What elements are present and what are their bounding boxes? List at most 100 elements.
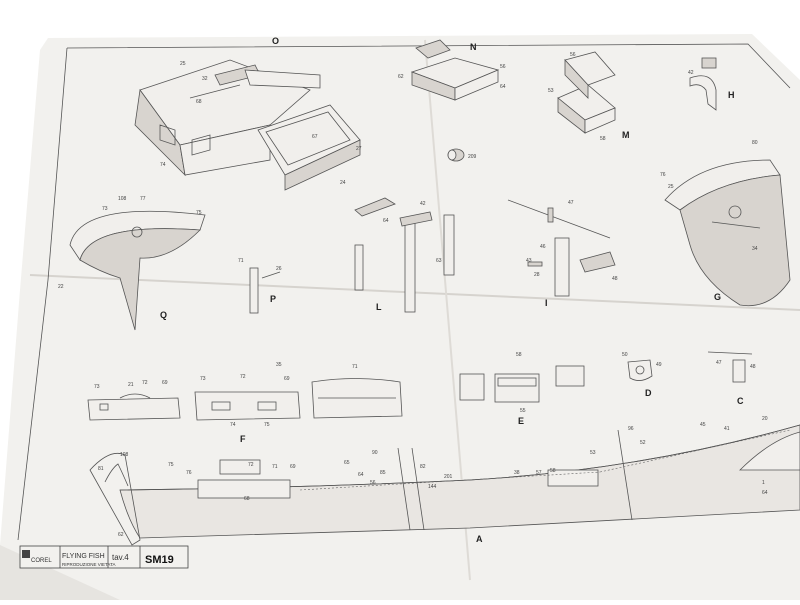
copyright-notice: RIPRODUZIONE VIETATA	[62, 562, 116, 567]
view-label-d: D	[645, 388, 652, 398]
part-number: 41	[724, 426, 730, 432]
view-a-hull-profile	[89, 424, 800, 546]
view-i-winch	[507, 199, 616, 297]
sheet-code: SM19	[145, 554, 174, 566]
part-number: 67	[312, 134, 318, 140]
part-number: 58	[516, 352, 522, 358]
part-number: 56	[500, 64, 506, 70]
brand-name: COREL	[31, 558, 52, 564]
view-p-post	[249, 267, 281, 314]
view-l-gallows	[354, 197, 455, 313]
view-label-l: L	[376, 302, 382, 312]
part-number: 48	[750, 364, 756, 370]
part-number: 28	[534, 272, 540, 278]
part-number: 35	[276, 362, 282, 368]
part-number: 57	[536, 470, 542, 476]
part-number: 38	[514, 470, 520, 476]
part-number: 43	[526, 258, 532, 264]
part-number: 68	[244, 496, 250, 502]
part-number: 75	[168, 462, 174, 468]
part-number: 62	[118, 532, 124, 538]
part-number: 69	[162, 380, 168, 386]
part-number: 64	[500, 84, 506, 90]
part-number: 64	[762, 490, 768, 496]
part-number: 45	[700, 422, 706, 428]
part-number: 85	[380, 470, 386, 476]
view-label-a: A	[476, 534, 483, 544]
part-number: 65	[344, 460, 350, 466]
plate-number: tav.4	[112, 553, 129, 562]
part-number: 48	[612, 276, 618, 282]
view-label-o: O	[272, 36, 279, 46]
view-d-fairlead	[627, 359, 653, 381]
part-number: 21	[128, 382, 134, 388]
part-number: 27	[356, 146, 362, 152]
part-number: 58	[600, 136, 606, 142]
view-label-i: I	[545, 298, 548, 308]
title-block	[19, 545, 189, 569]
part-number: 96	[628, 426, 634, 432]
view-label-e: E	[518, 416, 524, 426]
view-label-p: P	[270, 294, 276, 304]
paper-sheet	[0, 34, 800, 600]
brand-logo	[22, 550, 30, 558]
part-number: 22	[58, 284, 64, 290]
part-number: 72	[248, 462, 254, 468]
view-label-n: N	[470, 42, 477, 52]
frame-top	[66, 43, 791, 89]
small-fitting	[447, 148, 465, 162]
part-number: 64	[383, 218, 389, 224]
part-number: 53	[590, 450, 596, 456]
view-c-cleat	[707, 351, 753, 383]
part-number: 69	[284, 376, 290, 382]
part-number: 80	[752, 140, 758, 146]
part-number: 63	[436, 258, 442, 264]
part-number: 50	[622, 352, 628, 358]
view-h-bitt	[689, 57, 717, 111]
part-number: 24	[340, 180, 346, 186]
view-o-cabin	[134, 59, 361, 191]
part-number: 75	[196, 210, 202, 216]
view-label-q: Q	[160, 310, 167, 320]
part-number: 72	[240, 374, 246, 380]
part-number: 74	[160, 162, 166, 168]
part-number: 74	[230, 422, 236, 428]
part-number: 75	[264, 422, 270, 428]
part-number: 56	[370, 480, 376, 486]
part-number: 25	[668, 184, 674, 190]
part-number: 58	[550, 468, 556, 474]
part-number: 56	[570, 52, 576, 58]
part-number: 144	[428, 484, 437, 490]
part-number: 42	[688, 70, 694, 76]
part-number: 76	[660, 172, 666, 178]
part-number: 73	[200, 376, 206, 382]
part-number: 25	[180, 61, 186, 67]
model-name: FLYING FISH	[62, 553, 105, 560]
part-number: 77	[140, 196, 146, 202]
part-number: 55	[520, 408, 526, 414]
part-number: 47	[568, 200, 574, 206]
part-number: 32	[202, 76, 208, 82]
view-label-g: G	[714, 292, 721, 302]
view-g-stern	[664, 159, 791, 307]
view-label-c: C	[737, 396, 744, 406]
view-label-h: H	[728, 90, 735, 100]
part-number: 62	[398, 74, 404, 80]
view-n-hatch	[410, 39, 500, 101]
view-label-m: M	[622, 130, 630, 140]
part-number: 71	[352, 364, 358, 370]
part-number: 72	[142, 380, 148, 386]
part-number: 90	[372, 450, 378, 456]
part-number: 73	[94, 384, 100, 390]
part-number: 81	[98, 466, 104, 472]
part-number: 108	[120, 452, 129, 458]
part-number: 47	[716, 360, 722, 366]
view-q-bow	[69, 210, 206, 331]
part-number: 71	[272, 464, 278, 470]
part-number: 46	[540, 244, 546, 250]
frame-left	[17, 47, 68, 541]
part-number: 73	[102, 206, 108, 212]
part-number: 42	[420, 201, 426, 207]
